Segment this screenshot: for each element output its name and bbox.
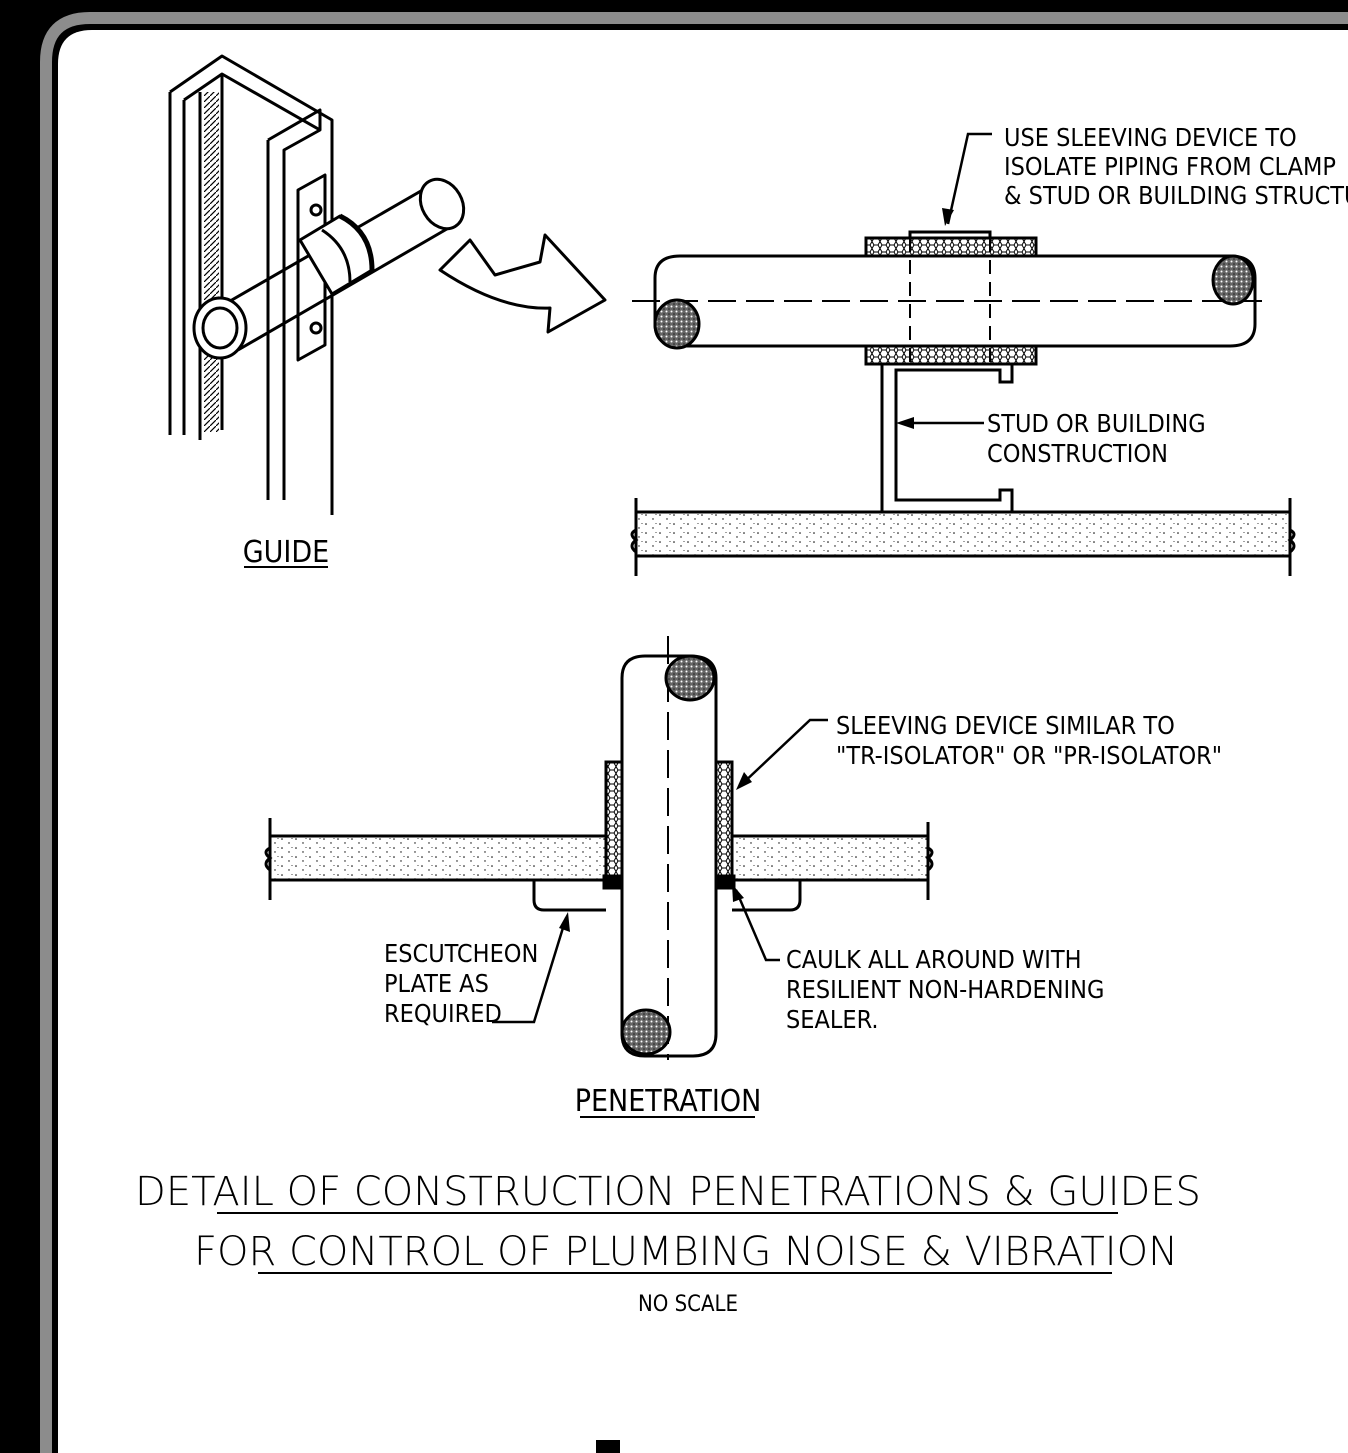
caulk-line-1: CAULK ALL AROUND WITH bbox=[786, 945, 1082, 974]
escutcheon-line-2: PLATE AS bbox=[384, 969, 489, 998]
sheet-border bbox=[40, 12, 1348, 1453]
sleeve-note-line-1: USE SLEEVING DEVICE TO bbox=[1004, 123, 1297, 152]
caulk-line-3: SEALER. bbox=[786, 1005, 878, 1034]
stud-note-line-2: CONSTRUCTION bbox=[987, 439, 1168, 468]
penetration-label: PENETRATION bbox=[575, 1084, 762, 1119]
sleeve-similar-line-2: "TR-ISOLATOR" OR "PR-ISOLATOR" bbox=[836, 741, 1222, 770]
stud-note: STUD OR BUILDING CONSTRUCTION bbox=[987, 409, 1206, 468]
detail-title-line-2: FOR CONTROL OF PLUMBING NOISE & VIBRATIO… bbox=[194, 1229, 1178, 1275]
penetration-detail bbox=[264, 636, 934, 1060]
sleeve-note-line-3: & STUD OR BUILDING STRUCTURE bbox=[1004, 181, 1348, 210]
sleeve-similar-line-1: SLEEVING DEVICE SIMILAR TO bbox=[836, 711, 1175, 740]
caulk-line-2: RESILIENT NON-HARDENING bbox=[786, 975, 1104, 1004]
scale-note: NO SCALE bbox=[638, 1292, 738, 1317]
guide-label: GUIDE bbox=[243, 535, 329, 570]
sleeve-note-line-2: ISOLATE PIPING FROM CLAMP bbox=[1004, 152, 1336, 181]
sleeve-note: USE SLEEVING DEVICE TO ISOLATE PIPING FR… bbox=[1004, 123, 1348, 210]
sleeve-similar-note: SLEEVING DEVICE SIMILAR TO "TR-ISOLATOR"… bbox=[836, 711, 1222, 770]
guide-isometric-view bbox=[168, 54, 607, 515]
escutcheon-note: ESCUTCHEON PLATE AS REQUIRED bbox=[384, 939, 538, 1028]
stud-note-line-1: STUD OR BUILDING bbox=[987, 409, 1206, 438]
detail-title-line-1: DETAIL OF CONSTRUCTION PENETRATIONS & GU… bbox=[135, 1169, 1201, 1215]
sleeved-pipe-detail bbox=[630, 132, 1296, 576]
caulk-note: CAULK ALL AROUND WITH RESILIENT NON-HARD… bbox=[786, 945, 1104, 1034]
escutcheon-line-3: REQUIRED bbox=[384, 999, 502, 1028]
escutcheon-line-1: ESCUTCHEON bbox=[384, 939, 538, 968]
